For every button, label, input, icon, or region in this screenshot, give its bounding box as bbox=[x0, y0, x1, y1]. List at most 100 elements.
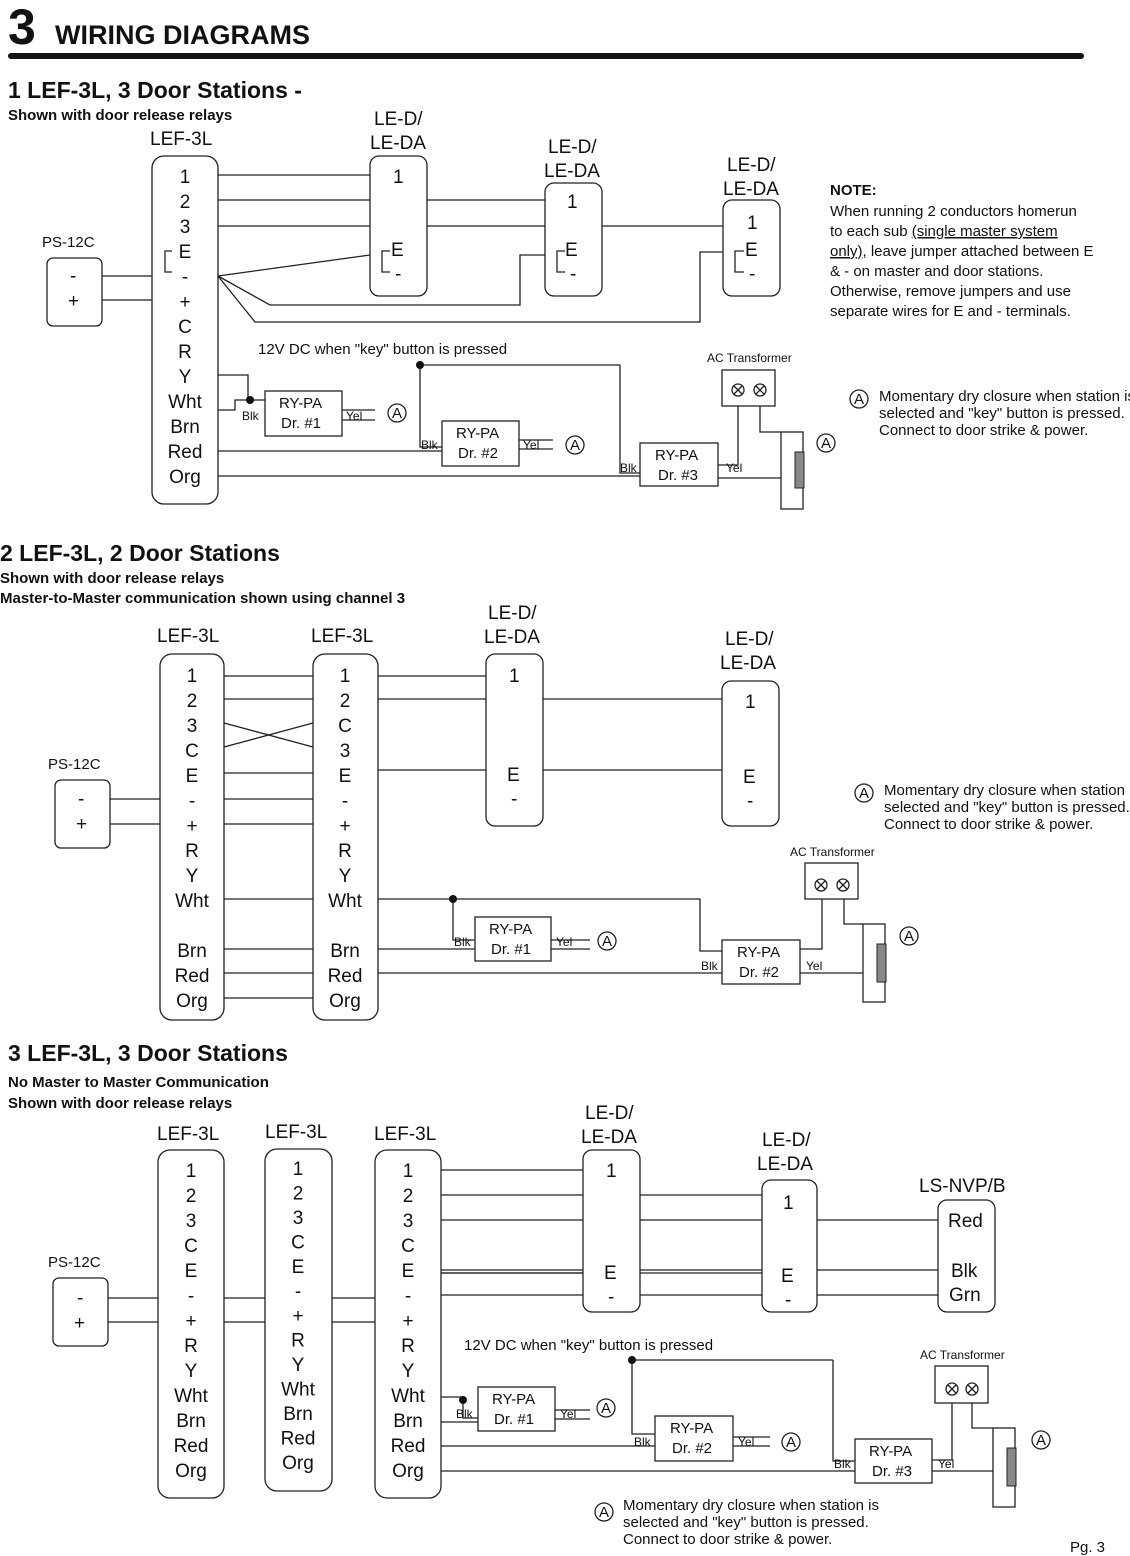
marker-a bbox=[781, 1432, 801, 1452]
power-supply-ps12c: PS-12C - + bbox=[42, 234, 103, 327]
relay-in-label: Blk bbox=[834, 1457, 852, 1471]
transformer-terminal-icon bbox=[814, 878, 850, 892]
diagram-2-title: 2 LEF-3L, 2 Door Stations bbox=[0, 540, 280, 566]
legend-marker: A bbox=[859, 785, 869, 802]
diagram-1-subtitle: Shown with door release relays bbox=[8, 107, 232, 124]
note-heading: NOTE: bbox=[830, 182, 877, 199]
section-number: 3 bbox=[8, 0, 36, 55]
legend-line: Connect to door strike & power. bbox=[623, 1531, 832, 1548]
relay-door: Dr. #1 bbox=[494, 1411, 534, 1428]
door-station-label: LE-D/ bbox=[762, 1130, 811, 1151]
terminal-label: + bbox=[339, 816, 350, 837]
door-terminal: E bbox=[745, 240, 758, 261]
marker-a bbox=[597, 931, 617, 951]
legend-line: selected and "key" button is pressed. bbox=[623, 1514, 869, 1531]
terminal-label: 1 bbox=[293, 1159, 304, 1180]
terminal-label: 3 bbox=[403, 1211, 414, 1232]
note-line: When running 2 conductors homerun bbox=[830, 203, 1077, 220]
relay-dr2: RY-PA Dr. #2 Blk Yel A bbox=[634, 1415, 801, 1462]
terminal-plus: + bbox=[74, 1313, 85, 1334]
terminal-label: Org bbox=[392, 1461, 424, 1482]
note-line-part: , leave jumper attached between E bbox=[863, 243, 1094, 260]
transformer-label: AC Transformer bbox=[707, 351, 792, 365]
note-line: & - on master and door stations. bbox=[830, 263, 1043, 280]
relay-door: Dr. #3 bbox=[872, 1463, 912, 1480]
marker-a bbox=[387, 403, 407, 423]
relay-out-label: Yel bbox=[523, 438, 539, 452]
door-station-1: LE-D/ LE-DA 1 E - bbox=[581, 1103, 641, 1313]
door-station-label: LE-DA bbox=[581, 1127, 637, 1148]
terminal-label: - bbox=[342, 791, 348, 812]
marker-a bbox=[899, 926, 919, 946]
door-station-3: LE-D/ LE-DA 1 E - bbox=[722, 155, 781, 297]
relay-out-label: Yel bbox=[806, 959, 822, 973]
door-station-2: LE-D/ LE-DA 1 E - bbox=[544, 137, 603, 297]
terminal-label: E bbox=[292, 1257, 305, 1278]
diagram-3-subtitle: No Master to Master Communication bbox=[8, 1074, 269, 1091]
legend-line: Connect to door strike & power. bbox=[884, 816, 1093, 833]
diagram-1: 1 LEF-3L, 3 Door Stations - Shown with d… bbox=[8, 77, 1130, 510]
door-terminal: E bbox=[781, 1266, 794, 1287]
terminal-label: Brn bbox=[393, 1411, 423, 1432]
terminal-label: Org bbox=[175, 1461, 207, 1482]
note-line-part: to each sub bbox=[830, 223, 912, 240]
relay-dr3: RY-PA Dr. #3 Blk Yel bbox=[834, 1438, 954, 1484]
note-line-underlined: (single master system bbox=[912, 223, 1058, 240]
terminal-label: Red bbox=[168, 442, 203, 463]
terminal-label: 3 bbox=[293, 1208, 304, 1229]
terminal-label: 1 bbox=[186, 1161, 197, 1182]
marker-a bbox=[596, 1398, 616, 1418]
door-terminal: - bbox=[785, 1290, 791, 1311]
terminal-label: 2 bbox=[186, 1186, 197, 1207]
relay-name: RY-PA bbox=[737, 944, 780, 961]
jumper-bracket bbox=[164, 250, 172, 273]
terminal-label: Red bbox=[281, 1429, 316, 1450]
door-station-label: LE-D/ bbox=[548, 137, 597, 158]
note-line: separate wires for E and - terminals. bbox=[830, 303, 1071, 320]
master-station-label: LEF-3L bbox=[157, 1124, 219, 1145]
terminal-label: Wht bbox=[391, 1386, 426, 1407]
relay-in-label: Blk bbox=[454, 935, 472, 949]
door-station-label: LE-DA bbox=[720, 653, 776, 674]
relay-out-label: Yel bbox=[556, 935, 572, 949]
note-line: only), leave jumper attached between E bbox=[830, 243, 1094, 260]
marker-a-label: A bbox=[602, 933, 612, 950]
relay-in-label: Blk bbox=[620, 461, 638, 475]
door-strike: A bbox=[862, 923, 919, 1003]
relay-out-label: Yel bbox=[560, 1407, 576, 1421]
terminal-label: Wht bbox=[281, 1380, 316, 1401]
relay-out-label: Yel bbox=[346, 409, 362, 423]
terminal-label: Wht bbox=[168, 392, 203, 413]
terminal-label: 3 bbox=[340, 741, 351, 762]
diagram-2: 2 LEF-3L, 2 Door Stations Shown with doo… bbox=[0, 540, 1130, 1021]
terminal-label: 1 bbox=[403, 1161, 414, 1182]
power-supply-label: PS-12C bbox=[48, 1254, 101, 1271]
relay-in-label: Blk bbox=[634, 1435, 652, 1449]
terminal-label: Y bbox=[179, 367, 192, 388]
terminal-label: + bbox=[402, 1311, 413, 1332]
terminal-label: Org bbox=[282, 1453, 314, 1474]
jumper-note: NOTE: When running 2 conductors homerun … bbox=[830, 182, 1094, 320]
door-terminal: E bbox=[743, 767, 756, 788]
note-line: to each sub (single master system bbox=[830, 223, 1058, 240]
terminal-label: C bbox=[401, 1236, 415, 1257]
diagram-2-subtitle: Master-to-Master communication shown usi… bbox=[0, 590, 405, 607]
terminal-label: E bbox=[402, 1261, 415, 1282]
door-terminal: 1 bbox=[783, 1193, 794, 1214]
terminal-label: E bbox=[186, 766, 199, 787]
terminal-label: - bbox=[182, 267, 188, 288]
door-terminal: E bbox=[604, 1263, 617, 1284]
legend-marker: A bbox=[854, 391, 864, 408]
jumper-bracket bbox=[556, 250, 565, 273]
section-title: WIRING DIAGRAMS bbox=[55, 20, 310, 50]
terminal-label: E bbox=[179, 242, 192, 263]
nvp-terminal: Blk bbox=[951, 1261, 978, 1282]
